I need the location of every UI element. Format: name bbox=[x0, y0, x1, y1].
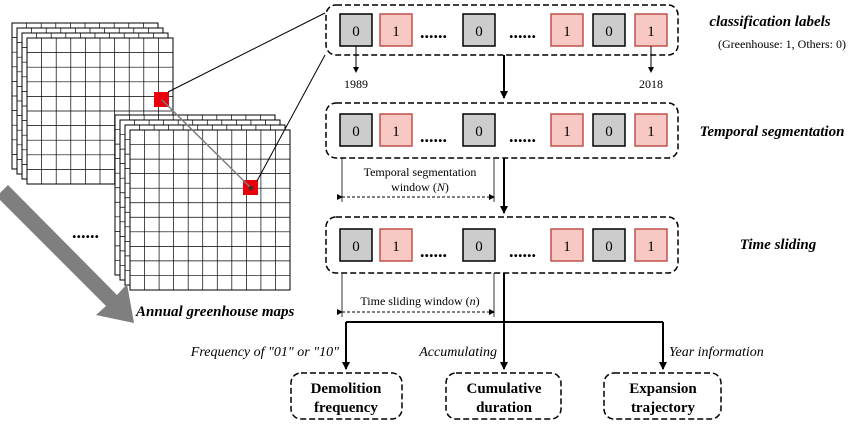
row-classification-cell-2 bbox=[462, 13, 496, 47]
row-classification-cell-5-value: 1 bbox=[647, 24, 655, 40]
row-segmentation-ellipsis-2: ...... bbox=[509, 126, 536, 146]
seg-window-line2-prefix: window ( bbox=[391, 180, 437, 194]
row-segmentation-cell-0-value: 0 bbox=[352, 124, 360, 140]
row-sliding-cell-1 bbox=[379, 228, 413, 262]
output-cumulative-line2: duration bbox=[476, 400, 533, 416]
row-segmentation-cell-4 bbox=[592, 113, 626, 147]
row-classification-cell-4 bbox=[592, 13, 626, 47]
seg-window-line2: window (N) bbox=[391, 180, 449, 194]
branch-label-expansion: Year information bbox=[669, 345, 764, 360]
row-classification-cell-3 bbox=[550, 13, 584, 47]
maps-ellipsis: ...... bbox=[72, 222, 99, 242]
row-sliding-label: Time sliding bbox=[740, 237, 817, 253]
output-box-expansion bbox=[603, 372, 722, 420]
row-segmentation-cell-1 bbox=[379, 113, 413, 147]
row-sliding-cell-3-value: 1 bbox=[563, 239, 571, 255]
row-sliding-ellipsis-1: ...... bbox=[420, 241, 447, 261]
row-segmentation: 0 1 ...... 0 ...... 1 0 1 bbox=[325, 102, 679, 159]
map-stack-late-years bbox=[114, 114, 291, 291]
row-classification-cell-5 bbox=[634, 13, 668, 47]
row-sliding-cell-4 bbox=[592, 228, 626, 262]
row-segmentation-ellipsis-1: ...... bbox=[420, 126, 447, 146]
slide-window-variable: n bbox=[470, 294, 476, 308]
seg-window-variable: N bbox=[436, 180, 446, 194]
row-classification-ellipsis-2: ...... bbox=[509, 22, 536, 42]
seg-window-line1: Temporal segmentation bbox=[364, 165, 477, 179]
row-segmentation-cell-5 bbox=[634, 113, 668, 147]
map-late-layer-4 bbox=[129, 129, 291, 291]
row-segmentation-cell-1-value: 1 bbox=[392, 124, 400, 140]
output-demolition-line2: frequency bbox=[314, 400, 378, 416]
output-expansion-line1: Expansion bbox=[629, 381, 697, 397]
slide-window-suffix: ) bbox=[476, 294, 480, 308]
row-segmentation-cell-2-value: 0 bbox=[475, 124, 483, 140]
row-sliding-cell-5-value: 1 bbox=[647, 239, 655, 255]
row-sliding-cell-2-value: 0 bbox=[475, 239, 483, 255]
row-sliding-cell-2 bbox=[462, 228, 496, 262]
row-classification-cell-1-value: 1 bbox=[392, 24, 400, 40]
row-segmentation-cell-5-value: 1 bbox=[647, 124, 655, 140]
row-classification-frame bbox=[325, 4, 679, 56]
seg-window-line2-suffix: ) bbox=[445, 180, 449, 194]
row-classification-cell-1 bbox=[379, 13, 413, 47]
row-sliding-ellipsis-2: ...... bbox=[509, 241, 536, 261]
row-sliding-cell-1-value: 1 bbox=[392, 239, 400, 255]
row-segmentation-cell-0 bbox=[339, 113, 373, 147]
row-sliding-cell-0 bbox=[339, 228, 373, 262]
legend-note: (Greenhouse: 1, Others: 0) bbox=[718, 37, 846, 51]
row-segmentation-frame bbox=[325, 102, 679, 159]
output-expansion-line2: trajectory bbox=[631, 400, 696, 416]
branch-label-demolition: Frequency of "01" or "10" bbox=[190, 345, 339, 360]
output-demolition-line1: Demolition bbox=[311, 381, 382, 397]
pixel-link-arrow bbox=[161, 99, 252, 189]
output-box-demolition bbox=[290, 372, 403, 420]
row-classification-cell-0-value: 0 bbox=[352, 24, 360, 40]
row-sliding-cell-3 bbox=[550, 228, 584, 262]
row-segmentation-cell-2 bbox=[462, 113, 496, 147]
maps-caption: Annual greenhouse maps bbox=[135, 304, 295, 320]
row-classification-cell-4-value: 0 bbox=[605, 24, 613, 40]
row-classification: 0 1 ...... 0 ...... 1 0 1 bbox=[325, 4, 679, 56]
row-sliding-frame bbox=[325, 216, 679, 274]
year-end: 2018 bbox=[639, 77, 663, 91]
output-box-cumulative bbox=[445, 372, 562, 420]
row-segmentation-cell-3-value: 1 bbox=[563, 124, 571, 140]
row-classification-cell-2-value: 0 bbox=[475, 24, 483, 40]
year-start: 1989 bbox=[344, 77, 368, 91]
row-segmentation-cell-4-value: 0 bbox=[605, 124, 613, 140]
row-segmentation-label: Temporal segmentation bbox=[700, 124, 845, 140]
slide-window-label: Time sliding window (n) bbox=[360, 294, 479, 308]
time-series-arrow bbox=[0, 185, 134, 323]
zoom-line-late bbox=[256, 54, 326, 182]
row-classification-cell-3-value: 1 bbox=[563, 24, 571, 40]
row-sliding-cell-0-value: 0 bbox=[352, 239, 360, 255]
zoom-line-early bbox=[167, 12, 326, 93]
output-cumulative-line1: Cumulative bbox=[467, 381, 542, 397]
row-segmentation-cell-3 bbox=[550, 113, 584, 147]
branch-label-cumulative: Accumulating bbox=[418, 345, 497, 360]
row-sliding: 0 1 ...... 0 ...... 1 0 1 bbox=[325, 216, 679, 274]
row-sliding-cell-5 bbox=[634, 228, 668, 262]
row-sliding-cell-4-value: 0 bbox=[605, 239, 613, 255]
slide-window-prefix: Time sliding window ( bbox=[360, 294, 469, 308]
row-classification-ellipsis-1: ...... bbox=[420, 22, 447, 42]
pixel-link-dot bbox=[248, 185, 254, 191]
row-classification-label: classification labels bbox=[709, 14, 830, 30]
